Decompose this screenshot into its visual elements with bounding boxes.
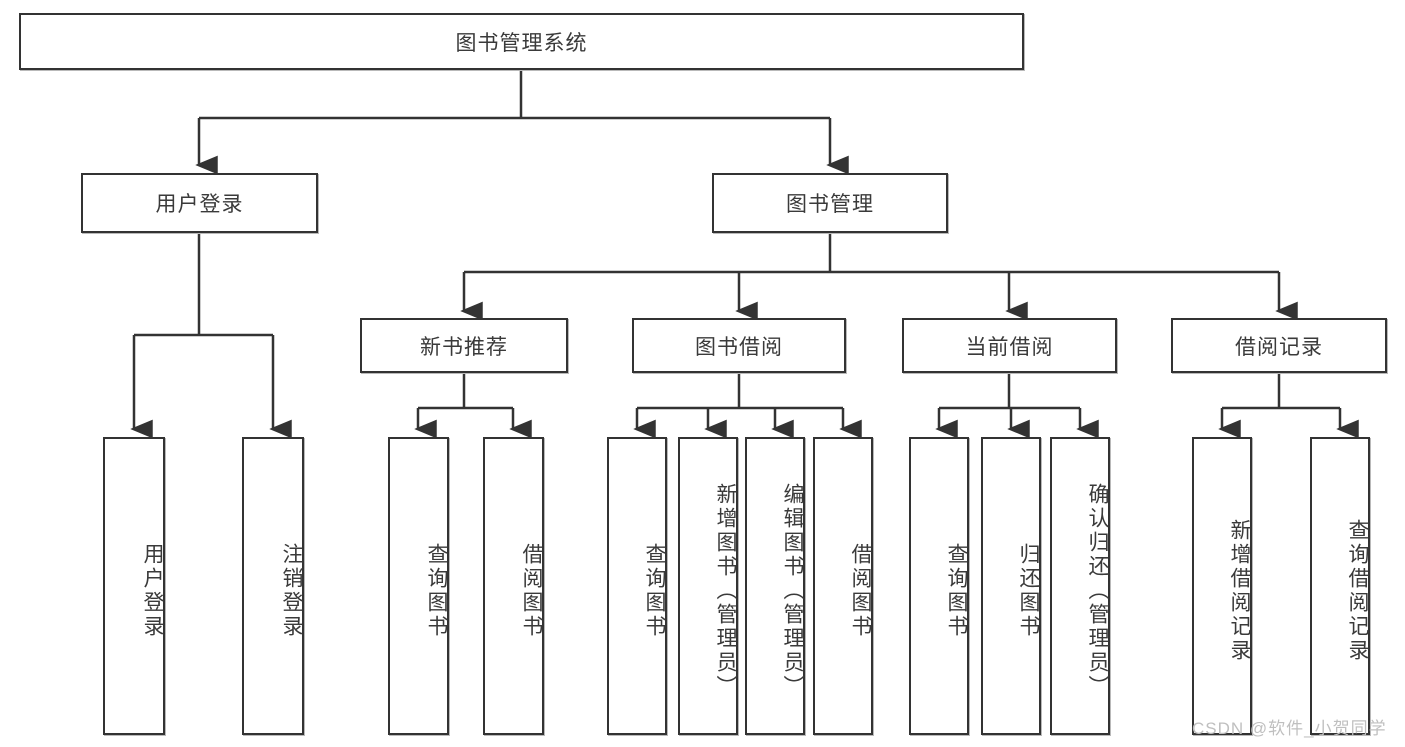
node-label: 新增图书（管理员） (714, 483, 737, 699)
node-label: 用户登录 (141, 543, 164, 639)
leaf-borrow-record-add-record[interactable]: 新增借阅记录 (1192, 437, 1252, 735)
node-label: 新书推荐 (420, 335, 508, 359)
leaf-current-borrow-query-book[interactable]: 查询图书 (909, 437, 969, 735)
leaf-new-book-query-book[interactable]: 查询图书 (388, 437, 449, 735)
node-label: 新增借阅记录 (1228, 519, 1251, 663)
leaf-book-borrow-edit-book-admin[interactable]: 编辑图书（管理员） (745, 437, 805, 735)
leaf-current-borrow-return-book[interactable]: 归还图书 (981, 437, 1041, 735)
leaf-borrow-record-query-record[interactable]: 查询借阅记录 (1310, 437, 1370, 735)
node-label: 借阅图书 (520, 543, 543, 639)
node-user-login[interactable]: 用户登录 (81, 173, 318, 233)
leaf-user-login-logout[interactable]: 注销登录 (242, 437, 304, 735)
leaf-user-login-login[interactable]: 用户登录 (103, 437, 165, 735)
node-new-book-recommend[interactable]: 新书推荐 (360, 318, 568, 373)
node-current-borrow[interactable]: 当前借阅 (902, 318, 1117, 373)
leaf-book-borrow-query-book[interactable]: 查询图书 (607, 437, 667, 735)
node-book-borrow[interactable]: 图书借阅 (632, 318, 846, 373)
node-label: 借阅图书 (849, 543, 872, 639)
node-borrow-record[interactable]: 借阅记录 (1171, 318, 1387, 373)
leaf-current-borrow-confirm-return-admin[interactable]: 确认归还（管理员） (1050, 437, 1110, 735)
node-label: 当前借阅 (965, 335, 1054, 359)
node-label: 查询图书 (945, 543, 968, 639)
node-label: 图书管理系统 (455, 31, 588, 55)
node-root-book-management-system[interactable]: 图书管理系统 (19, 13, 1024, 70)
node-label: 借阅记录 (1235, 335, 1323, 359)
node-label: 确认归还（管理员） (1086, 483, 1109, 699)
leaf-book-borrow-add-book-admin[interactable]: 新增图书（管理员） (678, 437, 738, 735)
csdn-watermark: CSDN @软件_小贺同学 (1192, 719, 1387, 738)
node-label: 查询借阅记录 (1346, 519, 1369, 663)
leaf-new-book-borrow-book[interactable]: 借阅图书 (483, 437, 544, 735)
node-label: 注销登录 (280, 543, 303, 639)
node-label: 查询图书 (425, 543, 448, 639)
node-book-management[interactable]: 图书管理 (712, 173, 948, 233)
node-label: 编辑图书（管理员） (781, 483, 804, 699)
node-label: 归还图书 (1017, 543, 1040, 639)
leaf-book-borrow-borrow-book[interactable]: 借阅图书 (813, 437, 873, 735)
node-label: 查询图书 (643, 543, 666, 639)
node-label: 图书借阅 (695, 335, 783, 359)
node-label: 图书管理 (786, 193, 874, 216)
node-label: 用户登录 (155, 193, 244, 216)
